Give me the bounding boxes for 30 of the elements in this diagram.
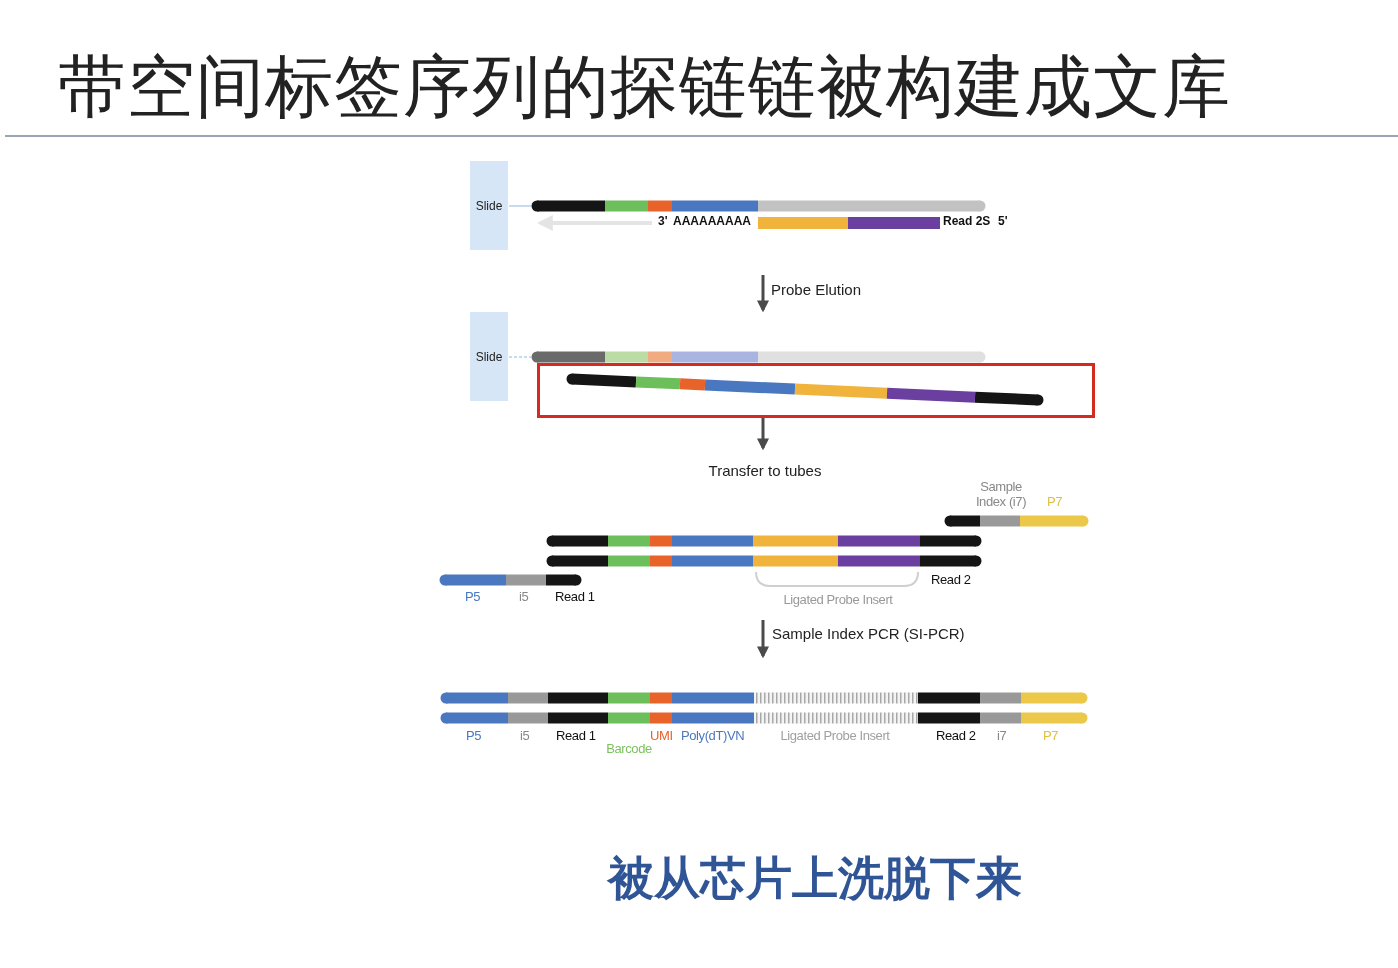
segment-label: P7 [1047,495,1063,510]
segment-label: Ligated Probe Insert [780,729,890,744]
segment-label: Read 1 [556,729,596,744]
slide-box: Slide [470,161,508,250]
segment-label: Read 2S [943,215,991,229]
segment-label: i5 [520,729,530,744]
arrow [757,418,769,451]
slide-box: Slide [470,312,508,401]
step-label: Transfer to tubes [705,462,825,482]
step-label: Sample Index PCR (SI-PCR) [772,625,965,643]
highlight-frame [537,363,1095,418]
end-label: 5' [998,215,1008,229]
segment-label: Barcode [606,742,652,757]
step-label: Probe Elution [771,281,862,299]
segment-label: P7 [1043,729,1059,744]
segment-label: P5 [466,729,482,744]
segment-label: i7 [997,729,1007,744]
segment-label: Ligated Probe Insert [783,593,893,608]
segment-label: Read 2 [931,573,971,588]
segment-label: Read 2 [936,729,976,744]
segment-label: i5 [519,590,529,605]
segment-label: Read 1 [555,590,595,605]
segment-label: UMI [650,729,673,744]
segment-label: P5 [465,590,481,605]
segment-label: Poly(dT)VN [681,729,745,744]
segment-label: Sample Index (i7) [974,480,1028,510]
title: 带空间标签序列的探链链被构建成文库 [58,47,1231,126]
sequence-label: AAAAAAAAA [673,215,751,229]
caption: 被从芯片上洗脱下来 [608,851,1022,906]
end-label: 3' [658,215,668,229]
